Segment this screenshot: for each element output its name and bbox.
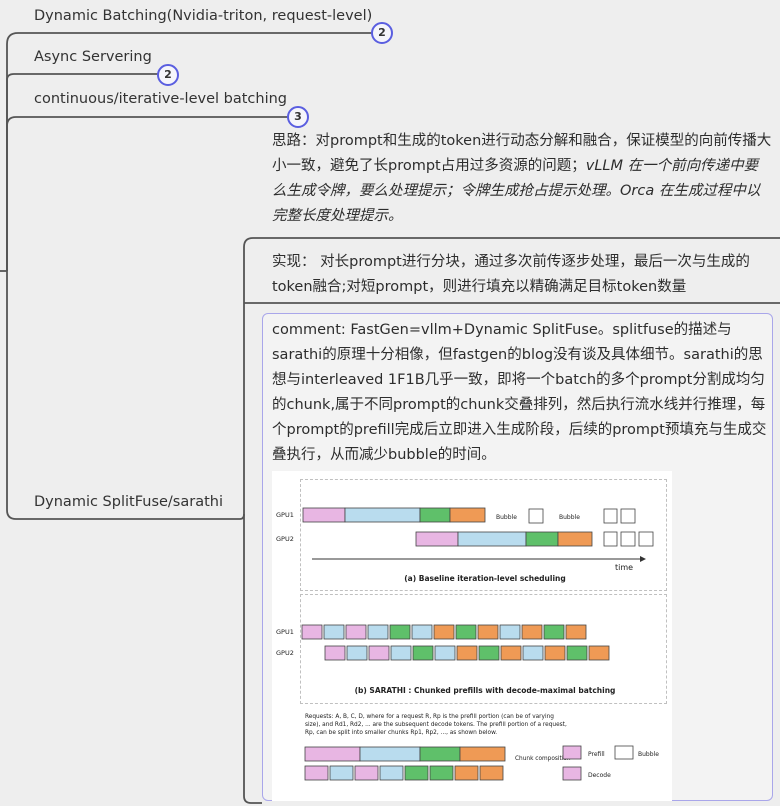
chunk-gpu1: [323, 624, 345, 640]
chunk-gpu1: [389, 624, 411, 640]
block-D-gpu2: [557, 531, 593, 547]
node-dynamic-batching[interactable]: Dynamic Batching(Nvidia-triton, request-…: [34, 8, 373, 24]
chunk-gpu1: [301, 624, 323, 640]
chunk-gpu2: [390, 645, 412, 661]
caption-a: (a) Baseline iteration-level scheduling: [404, 574, 566, 583]
caption-b: (b) SARATHI : Chunked prefills with deco…: [355, 686, 616, 695]
legend-chunk: [354, 765, 379, 781]
legend-bubble-swatch: [614, 745, 634, 760]
child-count-badge[interactable]: 2: [371, 22, 393, 44]
note-thinking-plain: 思路：对prompt和生成的token进行动态分解和融合，保证模型的向前传播大小…: [272, 133, 772, 174]
gpu2-label: GPU2: [276, 535, 294, 543]
time-arrow: [640, 556, 646, 562]
decode-slot: [620, 508, 636, 524]
gpu1-label: GPU1: [276, 628, 294, 636]
gpu1-label: GPU1: [276, 511, 294, 519]
chunk-gpu2: [368, 645, 390, 661]
decode-slot: [603, 531, 618, 547]
note-thinking-italic: vLLM 在一个前向传递中要么生成令牌，要么处理提示；令牌生成抢占提示处理。Or…: [272, 158, 761, 224]
chunk-gpu1: [455, 624, 477, 640]
chunk-gpu2: [478, 645, 500, 661]
chunk-gpu2: [588, 645, 610, 661]
chunk-gpu2: [566, 645, 588, 661]
requests-note: Requests: A, B, C, D, where for a reques…: [305, 714, 554, 720]
gpu2-label: GPU2: [276, 649, 294, 657]
chunk-gpu1: [411, 624, 433, 640]
block-C-gpu2: [525, 531, 559, 547]
chunk-gpu1: [521, 624, 543, 640]
chunk-gpu2: [434, 645, 456, 661]
baseline-panel: [300, 479, 667, 591]
comment-text: comment: FastGen=vllm+Dynamic SplitFuse。…: [272, 322, 767, 463]
chunk-gpu2: [456, 645, 478, 661]
legend-chunk: [379, 765, 404, 781]
legend-prefill-label: Prefill: [588, 751, 605, 758]
legend-chunk: [479, 765, 504, 781]
block-B-gpu1: [344, 507, 421, 523]
chunk-gpu1: [477, 624, 499, 640]
chunk-gpu2: [346, 645, 368, 661]
bubble-label: Bubble: [559, 514, 580, 521]
sarathi-panel: [300, 594, 667, 704]
chunk-composition-label: Chunk composition: [515, 756, 571, 762]
decode-slot: [528, 508, 544, 524]
child-count-badge[interactable]: 3: [287, 106, 309, 128]
legend-block-D: [459, 746, 506, 762]
chunk-gpu2: [412, 645, 434, 661]
legend-block-C: [419, 746, 461, 762]
chunk-gpu1: [367, 624, 389, 640]
node-continuous-batching[interactable]: continuous/iterative-level batching: [34, 91, 288, 107]
chunk-gpu1: [565, 624, 587, 640]
chunk-gpu1: [345, 624, 367, 640]
chunk-gpu1: [499, 624, 521, 640]
legend-bubble-label: Bubble: [638, 751, 659, 758]
legend-block-A: [304, 746, 361, 762]
legend-chunk: [329, 765, 354, 781]
node-async-servering[interactable]: Async Servering: [34, 49, 152, 65]
note-implementation[interactable]: 实现： 对长prompt进行分块，通过多次前传逐步处理，最后一次与生成的toke…: [272, 254, 750, 295]
chunk-gpu1: [543, 624, 565, 640]
node-dynamic-splitfuse[interactable]: Dynamic SplitFuse/sarathi: [34, 494, 223, 510]
legend-prefill-swatch: [562, 745, 582, 760]
legend-decode-swatch: [562, 766, 582, 781]
legend-decode-label: Decode: [588, 772, 611, 779]
chunk-gpu2: [324, 645, 346, 661]
chunk-gpu2: [522, 645, 544, 661]
decode-slot: [638, 531, 654, 547]
block-A-gpu2: [415, 531, 459, 547]
chunk-gpu1: [433, 624, 455, 640]
chunk-gpu2: [544, 645, 566, 661]
chunk-gpu2: [500, 645, 522, 661]
time-label: time: [615, 563, 633, 572]
legend-chunk: [304, 765, 329, 781]
block-C-gpu1: [419, 507, 451, 523]
legend-chunk: [404, 765, 429, 781]
legend-chunk: [454, 765, 479, 781]
decode-slot: [620, 531, 636, 547]
legend-block-B: [359, 746, 421, 762]
block-D-gpu1: [449, 507, 486, 523]
requests-note: Rp, can be split into smaller chunks Rp1…: [305, 730, 497, 736]
child-count-badge[interactable]: 2: [157, 64, 179, 86]
note-thinking[interactable]: 思路：对prompt和生成的token进行动态分解和融合，保证模型的向前传播大小…: [272, 129, 772, 229]
decode-slot: [603, 508, 618, 524]
block-A-gpu1: [302, 507, 346, 523]
bubble-label: Bubble: [496, 514, 517, 521]
requests-note: size), and Rd1, Rd2, ... are the subsequ…: [305, 722, 567, 728]
block-B-gpu2: [457, 531, 527, 547]
legend-chunk: [429, 765, 454, 781]
